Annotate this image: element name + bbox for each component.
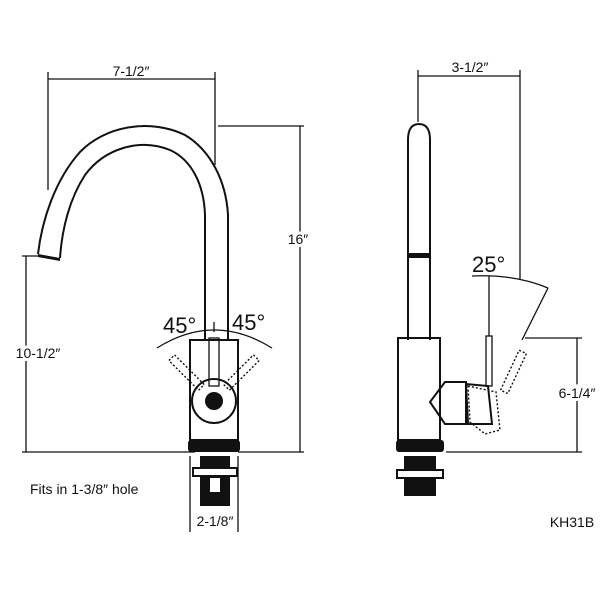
angle-arc-side	[471, 275, 549, 289]
handle-lever	[208, 337, 220, 387]
side-handle-dome	[428, 381, 467, 425]
side-handle-lever	[485, 335, 493, 387]
shank-slot	[210, 478, 220, 492]
side-handle-cap	[464, 382, 494, 425]
side-angle-label: 25°	[472, 252, 505, 277]
front-view: 45° 45° 7-1/2″ 16″ 10-1/2″ 2-1/8″ Fits i…	[13, 63, 311, 532]
handle-hub	[191, 378, 237, 424]
side-body	[397, 337, 441, 441]
angle-ref-line	[521, 287, 549, 341]
spout-reach-label: 7-1/2″	[113, 63, 150, 79]
side-stem-band	[408, 253, 430, 258]
spout	[37, 125, 229, 340]
side-view: 3-1/2″ 25° 6-1/4″ KH31B	[396, 59, 598, 530]
hole-note: Fits in 1-3/8″ hole	[30, 481, 139, 497]
side-base-ring	[396, 440, 444, 452]
side-stem	[407, 122, 431, 340]
faucet-body	[189, 339, 239, 441]
spout-nozzle	[38, 254, 60, 261]
side-mount-nut	[396, 469, 444, 479]
body-height-label: 6-1/4″	[559, 385, 596, 401]
mount-nut	[192, 467, 238, 477]
base-diameter-label: 2-1/8″	[197, 513, 234, 529]
total-height-label: 16″	[288, 231, 309, 247]
angle-left-label: 45°	[163, 313, 196, 338]
base-ring	[188, 440, 240, 452]
spout-height-label: 10-1/2″	[16, 345, 61, 361]
depth-label: 3-1/2″	[452, 59, 489, 75]
model-number: KH31B	[550, 514, 594, 530]
handle-right-45	[222, 353, 261, 392]
angle-right-label: 45°	[232, 310, 265, 335]
side-handle-rotated	[467, 349, 528, 435]
handle-cap	[205, 392, 223, 410]
handle-left-45	[167, 353, 206, 392]
